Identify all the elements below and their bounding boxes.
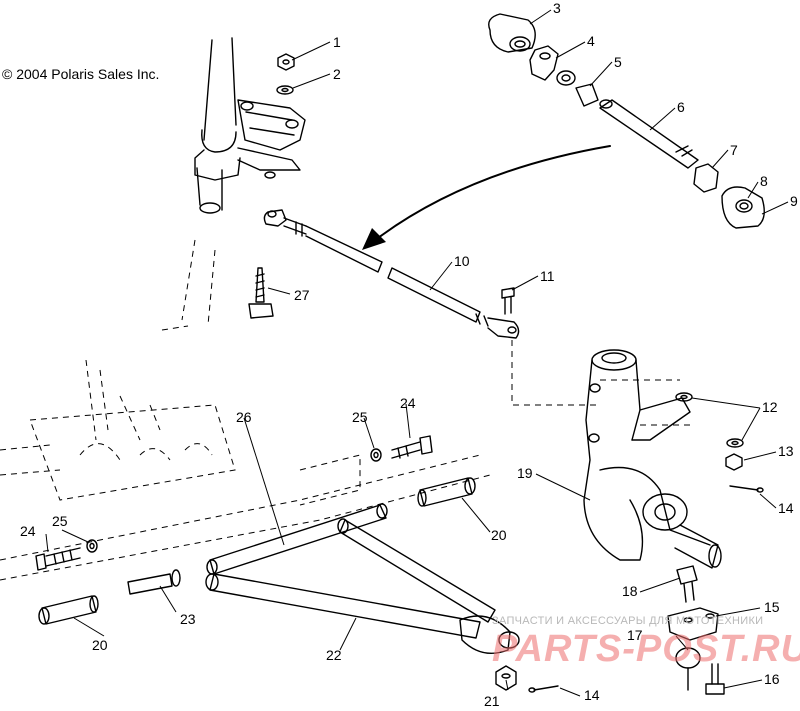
callout-23: 23 [180, 611, 196, 627]
callout-1: 1 [333, 34, 341, 50]
callout-20-right: 20 [491, 527, 507, 543]
ball-joint-part-17 [675, 647, 701, 691]
watermark-brand: PARTS-POST.RU [492, 628, 800, 670]
callout-24-right: 24 [400, 395, 416, 411]
bolt-part-18 [676, 565, 698, 603]
washer-part-12-upper [675, 392, 693, 402]
callout-27: 27 [294, 287, 310, 303]
cotter-pin-part-14-upper [729, 485, 764, 493]
a-arm-part-26 [206, 503, 496, 623]
callout-25-left: 25 [52, 513, 68, 529]
callout-14-upper: 14 [778, 500, 794, 516]
callout-13: 13 [778, 443, 794, 459]
bolt-part-16 [705, 663, 725, 695]
bolt-part-27 [248, 267, 274, 319]
callout-15: 15 [764, 599, 780, 615]
bushing-part-23 [127, 569, 181, 595]
callout-16: 16 [764, 671, 780, 687]
nut-part-13 [725, 453, 743, 471]
callout-3: 3 [553, 0, 561, 16]
leader-lines [45, 9, 789, 697]
cotter-pin-part-14-lower [528, 685, 559, 693]
bushing-part-20-left [38, 595, 99, 625]
washer-part-12-lower [726, 438, 744, 448]
callout-2: 2 [333, 66, 341, 82]
nut-part-21 [495, 665, 517, 691]
callout-26: 26 [236, 409, 252, 425]
callout-22: 22 [326, 647, 342, 663]
washer-part-25-right [370, 448, 382, 462]
callout-6: 6 [677, 99, 685, 115]
callout-19: 19 [517, 465, 533, 481]
callout-8: 8 [760, 173, 768, 189]
assembly-direction-arrow [362, 145, 611, 250]
tie-rod-end-part-8 [721, 186, 765, 229]
washer-part-2 [276, 85, 294, 95]
callout-4: 4 [587, 33, 595, 49]
callout-12: 12 [762, 399, 778, 415]
bolt-part-24-left [35, 547, 81, 571]
a-arm-tube-part-22 [205, 573, 520, 654]
callout-18: 18 [622, 583, 638, 599]
spindle-part-19 [583, 349, 722, 569]
ball-joint-plate-part-15 [667, 607, 719, 641]
tie-rod-part-6 [599, 99, 699, 169]
frame-outline [0, 359, 491, 581]
callout-24-left: 24 [20, 523, 36, 539]
callout-5: 5 [614, 54, 622, 70]
pitman-bracket [237, 99, 306, 179]
watermark-tagline: ЗАПЧАСТИ И АКСЕССУАРЫ ДЛЯ МОТОТЕХНИКИ [492, 615, 764, 627]
callout-7: 7 [730, 142, 738, 158]
jam-nut-part-4 [529, 45, 559, 81]
callout-11: 11 [540, 268, 555, 284]
tie-rod-end-part-3 [488, 13, 536, 53]
callout-20-left: 20 [92, 637, 108, 653]
bushing-part-5 [556, 70, 599, 107]
callout-25-right: 25 [352, 409, 368, 425]
callout-9: 9 [790, 193, 798, 209]
washer-part-25-left [86, 539, 98, 553]
callout-14-lower: 14 [584, 687, 600, 703]
callout-labels: 1 2 3 4 5 6 7 8 9 10 11 12 13 14 14 15 1… [20, 0, 798, 709]
alignment-line [511, 340, 600, 406]
bushing-part-20-right [417, 477, 476, 507]
bolt-part-11 [501, 287, 515, 315]
steering-post [161, 37, 241, 331]
copyright-notice: © 2004 Polaris Sales Inc. [2, 66, 160, 82]
callout-21: 21 [484, 693, 500, 709]
bolt-part-24-right [391, 435, 433, 459]
nut-part-7 [693, 163, 719, 193]
nut-part-1 [277, 53, 295, 71]
tie-rod-part-10 [263, 209, 520, 339]
callout-17: 17 [627, 627, 643, 643]
callout-10: 10 [454, 253, 470, 269]
